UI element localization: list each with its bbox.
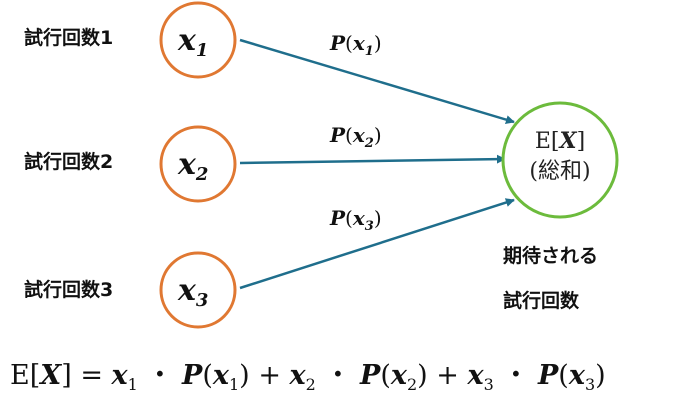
trial-2-variable: x2 — [177, 147, 208, 185]
result-caption-line-2: 試行回数 — [503, 289, 580, 312]
trial-1-label: 試行回数1 — [24, 26, 113, 49]
trial-3: 試行回数3 x3 — [24, 251, 237, 329]
arrow-trial-3 — [239, 198, 515, 290]
result-caption-line-1: 期待される — [503, 244, 598, 267]
trial-2-label: 試行回数2 — [24, 150, 113, 173]
result-node: E[X] (総和) — [501, 101, 619, 219]
trial-1: 試行回数1 x1 — [24, 1, 237, 79]
arrow-trial-2 — [239, 154, 506, 165]
probability-label-1: P(x1) — [329, 31, 382, 59]
trial-3-circle — [159, 251, 237, 329]
result-sum-label: (総和) — [529, 159, 590, 184]
expected-value-formula: E[X] = x1 ・ P(x1) + x2 ・ P(x2) + x3 ・ P(… — [10, 360, 606, 394]
arrows — [239, 38, 515, 290]
trial-2: 試行回数2 x2 — [24, 125, 237, 203]
arrow-trial-1 — [239, 38, 515, 124]
trial-3-variable: x3 — [177, 273, 208, 311]
trial-2-circle — [159, 125, 237, 203]
trial-1-circle — [159, 1, 237, 79]
probability-label-2: P(x2) — [329, 123, 382, 151]
trial-3-label: 試行回数3 — [24, 278, 113, 301]
probability-label-3: P(x3) — [329, 206, 382, 234]
result-circle — [501, 101, 619, 219]
result-expectation-label: E[X] — [535, 128, 585, 154]
trial-1-variable: x1 — [177, 23, 208, 61]
